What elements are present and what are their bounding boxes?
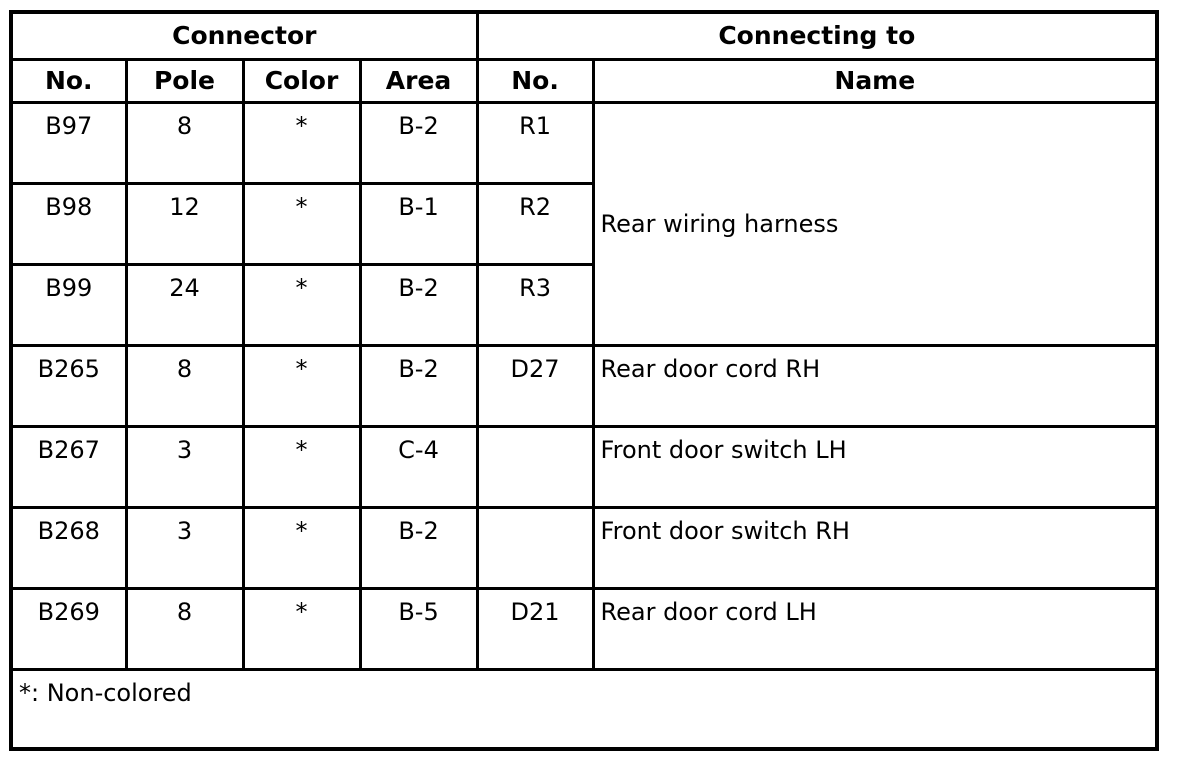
- pole-cell: 24: [124, 262, 245, 347]
- table-row: B265 8 * B-2 D27 Rear door cord RH: [9, 343, 1159, 428]
- color-cell: *: [241, 343, 362, 428]
- pole-cell: 8: [124, 343, 245, 428]
- connecting-no-cell: R1: [475, 100, 595, 185]
- connector-no-cell: B97: [9, 100, 128, 185]
- connecting-name-cell: Front door switch RH: [591, 505, 1159, 590]
- pole-cell: 12: [124, 181, 245, 266]
- color-cell: *: [241, 100, 362, 185]
- column-header-name: Name: [591, 57, 1159, 104]
- table-row: B97 8 * B-2 R1 Rear wiring harness: [9, 100, 1159, 347]
- area-cell: B-2: [358, 262, 479, 347]
- connector-no-cell: B269: [9, 586, 128, 671]
- area-cell: B-2: [358, 505, 479, 590]
- color-cell: *: [241, 505, 362, 590]
- table-row: B267 3 * C-4 Front door switch LH: [9, 424, 1159, 509]
- connecting-no-cell: D21: [475, 586, 595, 671]
- color-cell: *: [241, 586, 362, 671]
- connector-no-cell: B268: [9, 505, 128, 590]
- connecting-no-cell: D27: [475, 343, 595, 428]
- table-row: B268 3 * B-2 Front door switch RH: [9, 505, 1159, 590]
- connector-no-cell: B265: [9, 343, 128, 428]
- table-row: B269 8 * B-5 D21 Rear door cord LH: [9, 586, 1159, 671]
- area-cell: C-4: [358, 424, 479, 509]
- table-column-header-row: No. Pole Color Area No. Name: [9, 57, 1159, 104]
- column-header-to-no: No.: [475, 57, 595, 104]
- color-cell: *: [241, 262, 362, 347]
- connecting-name-cell: Rear door cord LH: [591, 586, 1159, 671]
- footnote: *: Non-colored: [9, 667, 1159, 751]
- connector-group-header: Connector: [9, 10, 479, 61]
- connecting-name-cell-merged: Rear wiring harness: [591, 100, 1159, 347]
- column-header-pole: Pole: [124, 57, 245, 104]
- connecting-name-cell: Front door switch LH: [591, 424, 1159, 509]
- connector-table: Connector Connecting to No. Pole Color A…: [9, 10, 1160, 751]
- pole-cell: 8: [124, 100, 245, 185]
- table-group-header-row: Connector Connecting to: [9, 10, 1159, 61]
- color-cell: *: [241, 181, 362, 266]
- connector-no-cell: B267: [9, 424, 128, 509]
- pole-cell: 3: [124, 505, 245, 590]
- column-header-color: Color: [241, 57, 362, 104]
- table-row: B98 12 * B-1 R2: [9, 181, 1157, 266]
- pole-cell: 3: [124, 424, 245, 509]
- connector-no-cell: B99: [9, 262, 128, 347]
- connecting-no-cell: R2: [475, 181, 595, 266]
- area-cell: B-1: [358, 181, 479, 266]
- connecting-no-cell: [475, 505, 595, 590]
- footnote-row: *: Non-colored: [9, 667, 1159, 751]
- connecting-name-cell: Rear door cord RH: [591, 343, 1159, 428]
- connecting-no-cell: [475, 424, 595, 509]
- area-cell: B-2: [358, 343, 479, 428]
- table-row: B99 24 * B-2 R3: [9, 262, 1157, 347]
- column-header-area: Area: [358, 57, 479, 104]
- pole-cell: 8: [124, 586, 245, 671]
- area-cell: B-2: [358, 100, 479, 185]
- column-header-no: No.: [9, 57, 128, 104]
- area-cell: B-5: [358, 586, 479, 671]
- color-cell: *: [241, 424, 362, 509]
- connecting-to-group-header: Connecting to: [475, 10, 1159, 61]
- connecting-no-cell: R3: [475, 262, 595, 347]
- connector-no-cell: B98: [9, 181, 128, 266]
